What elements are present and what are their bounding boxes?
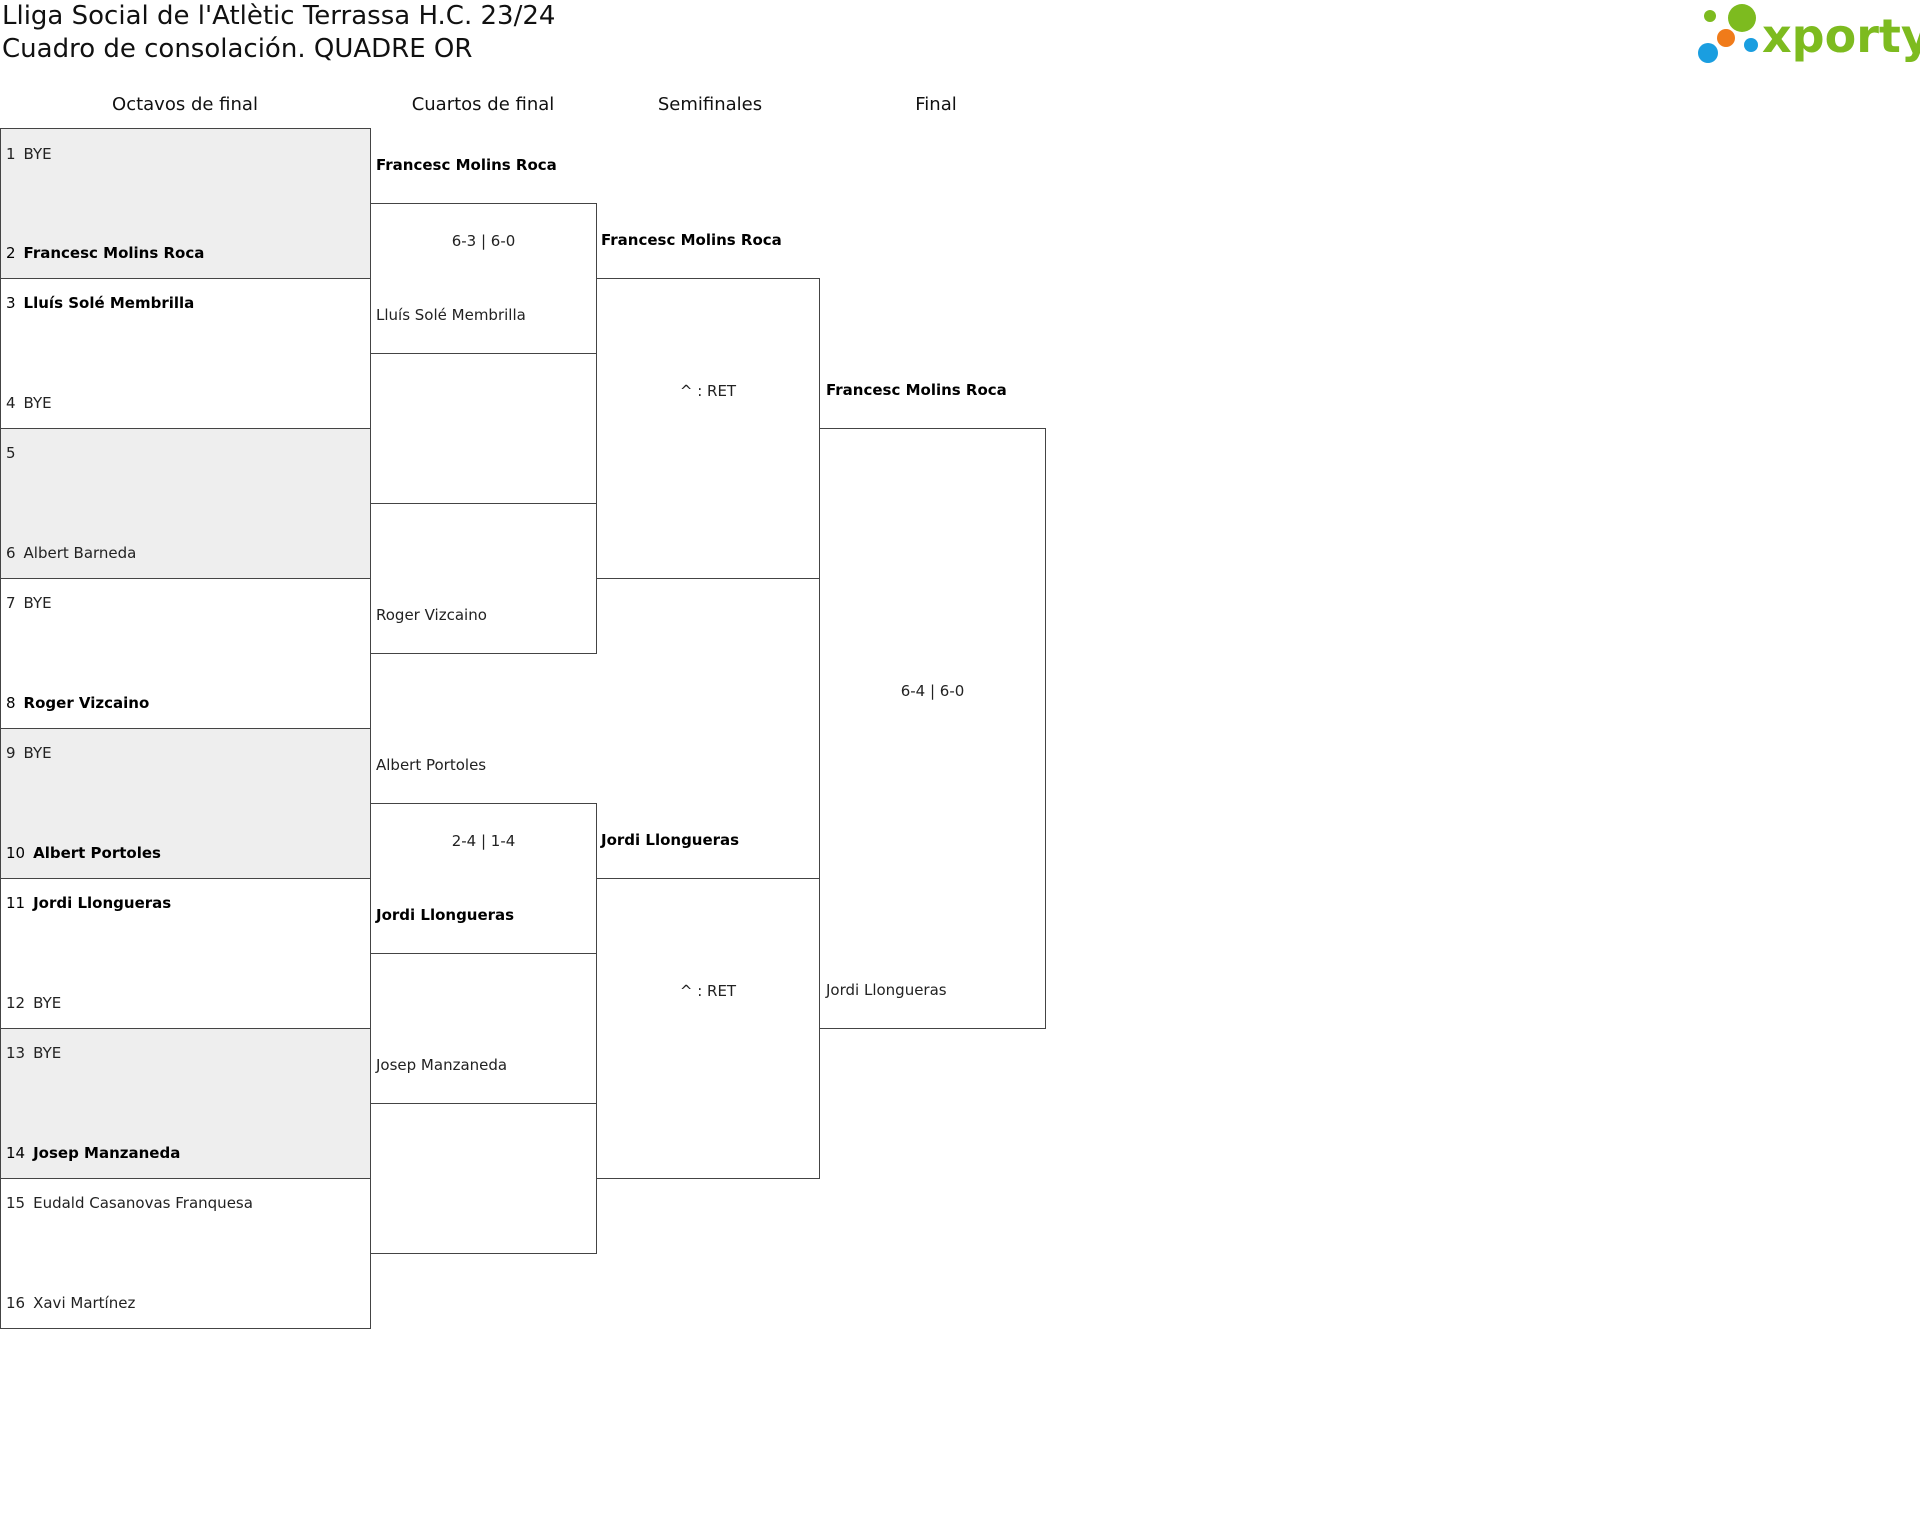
player-slot-winner[interactable]: Jordi Llongueras: [601, 831, 740, 849]
xporty-logo: xporty: [1698, 4, 1920, 63]
player-slot[interactable]: 4 BYE: [6, 394, 52, 412]
round-header-octavos: Octavos de final: [112, 94, 258, 115]
logo-dot-blue-small: [1744, 38, 1758, 52]
octavos-match-3: [0, 428, 371, 579]
seed-number: 3: [6, 294, 16, 312]
seed-number: 8: [6, 694, 16, 712]
player-slot-winner[interactable]: 10 Albert Portoles: [6, 844, 161, 862]
player-slot[interactable]: 5: [6, 444, 24, 462]
seed-number: 9: [6, 744, 16, 762]
match-score: 6-3 | 6-0: [451, 232, 516, 250]
player-slot[interactable]: 1 BYE: [6, 145, 52, 163]
player-slot-winner[interactable]: 11 Jordi Llongueras: [6, 894, 171, 912]
seed-number: 16: [6, 1294, 26, 1312]
player-name: Josep Manzaneda: [33, 1144, 181, 1162]
octavos-match-1: [0, 128, 371, 279]
player-slot-winner[interactable]: Francesc Molins Roca: [601, 231, 782, 249]
round-header-semifinales: Semifinales: [657, 94, 763, 115]
cuartos-match-4: [370, 1103, 597, 1254]
logo-dot-blue-large: [1698, 43, 1718, 63]
player-slot-winner[interactable]: 8 Roger Vizcaino: [6, 694, 149, 712]
player-slot-winner[interactable]: Francesc Molins Roca: [826, 381, 1007, 399]
match-score: ^ : RET: [679, 382, 737, 400]
logo-dot-green-large: [1728, 4, 1756, 32]
player-slot-winner[interactable]: 14 Josep Manzaneda: [6, 1144, 180, 1162]
logo-dot-green-small: [1704, 10, 1716, 22]
player-slot-winner[interactable]: Francesc Molins Roca: [376, 156, 557, 174]
seed-number: 13: [6, 1044, 26, 1062]
seed-number: 2: [6, 244, 16, 262]
player-name: Francesc Molins Roca: [23, 244, 205, 262]
round-header-cuartos: Cuartos de final: [411, 94, 555, 115]
seed-number: 5: [6, 444, 16, 462]
player-name: Eudald Casanovas Franquesa: [33, 1194, 253, 1212]
player-slot[interactable]: Josep Manzaneda: [376, 1056, 508, 1074]
page-title: Lliga Social de l'Atlètic Terrassa H.C. …: [2, 1, 556, 31]
semifinal-match-2: [596, 878, 820, 1179]
seed-number: 15: [6, 1194, 26, 1212]
seed-number: 4: [6, 394, 16, 412]
player-slot-winner[interactable]: 3 Lluís Solé Membrilla: [6, 294, 194, 312]
player-name: Roger Vizcaino: [23, 694, 150, 712]
player-slot[interactable]: Lluís Solé Membrilla: [376, 306, 526, 324]
player-slot[interactable]: 12 BYE: [6, 994, 61, 1012]
logo-wordmark: xporty: [1762, 9, 1920, 63]
player-slot[interactable]: 16 Xavi Martínez: [6, 1294, 135, 1312]
player-name: BYE: [33, 994, 62, 1012]
cuartos-match-1: [370, 203, 597, 354]
player-slot[interactable]: 15 Eudald Casanovas Franquesa: [6, 1194, 253, 1212]
player-name: Xavi Martínez: [33, 1294, 136, 1312]
seed-number: 10: [6, 844, 26, 862]
seed-number: 12: [6, 994, 26, 1012]
octavos-match-5: [0, 728, 371, 879]
final-match: [819, 428, 1046, 1029]
seed-number: 11: [6, 894, 26, 912]
cuartos-match-3: [370, 803, 597, 954]
player-slot[interactable]: Jordi Llongueras: [826, 981, 947, 999]
player-name: BYE: [23, 744, 52, 762]
page-subtitle: Cuadro de consolación. QUADRE OR: [2, 34, 473, 64]
player-name: BYE: [23, 145, 52, 163]
player-slot[interactable]: Albert Portoles: [376, 756, 487, 774]
player-name: Albert Barneda: [23, 544, 137, 562]
player-name: Lluís Solé Membrilla: [23, 294, 195, 312]
seed-number: 14: [6, 1144, 26, 1162]
logo-dot-orange: [1717, 29, 1735, 47]
cuartos-match-2: [370, 503, 597, 654]
player-slot[interactable]: 13 BYE: [6, 1044, 61, 1062]
seed-number: 6: [6, 544, 16, 562]
match-score: 2-4 | 1-4: [451, 832, 516, 850]
player-name: Jordi Llongueras: [33, 894, 172, 912]
player-slot[interactable]: 9 BYE: [6, 744, 52, 762]
player-name: BYE: [23, 394, 52, 412]
seed-number: 1: [6, 145, 16, 163]
seed-number: 7: [6, 594, 16, 612]
round-header-final: Final: [915, 94, 957, 115]
octavos-match-7: [0, 1028, 371, 1179]
player-name: BYE: [33, 1044, 62, 1062]
match-score: ^ : RET: [679, 982, 737, 1000]
player-name: BYE: [23, 594, 52, 612]
semifinal-match-1: [596, 278, 820, 579]
player-slot-winner[interactable]: 2 Francesc Molins Roca: [6, 244, 204, 262]
player-slot-winner[interactable]: Jordi Llongueras: [376, 906, 515, 924]
player-slot[interactable]: 6 Albert Barneda: [6, 544, 136, 562]
player-name: Albert Portoles: [33, 844, 161, 862]
player-slot[interactable]: 7 BYE: [6, 594, 52, 612]
match-score: 6-4 | 6-0: [900, 682, 965, 700]
player-slot[interactable]: Roger Vizcaino: [376, 606, 487, 624]
